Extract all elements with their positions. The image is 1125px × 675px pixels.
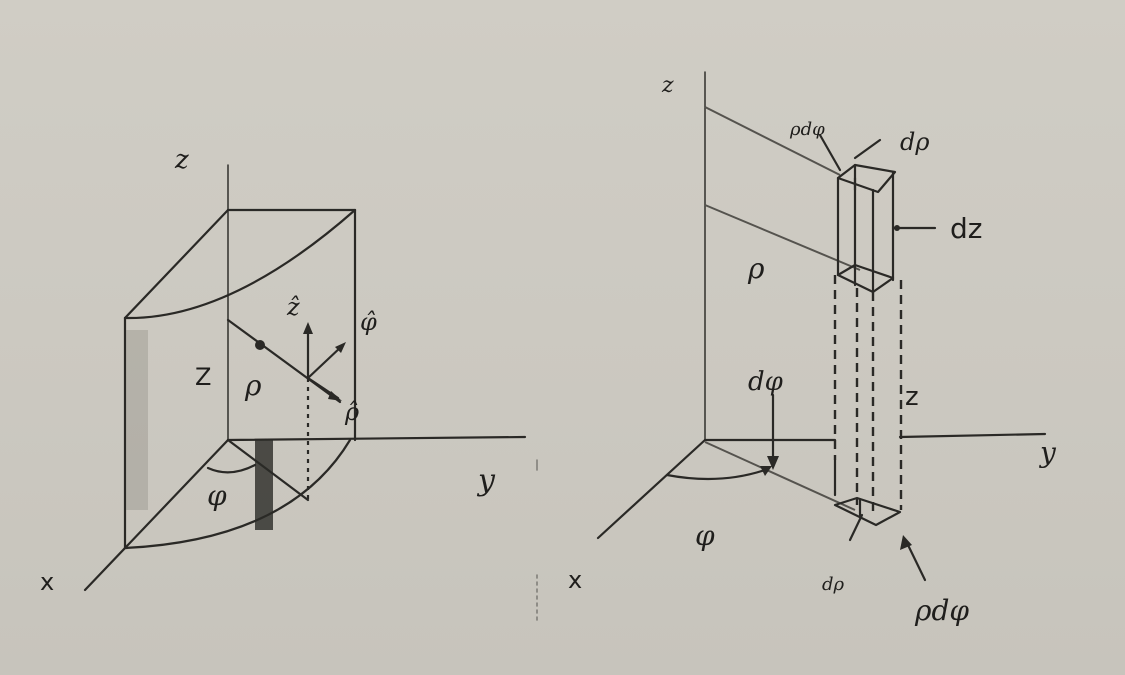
right-label-dz: dz — [950, 212, 982, 245]
left-axis-label-x: x — [40, 568, 54, 596]
right-label-rho-dphi-bottom: ρdφ — [914, 594, 969, 627]
right-axis-label-x: x — [568, 566, 582, 594]
right-label-drho-bottom: dρ — [822, 574, 845, 595]
right-label-drho-top: dρ — [900, 128, 929, 156]
right-label-dphi: dφ — [748, 367, 784, 397]
left-label-height: Z — [195, 363, 211, 391]
left-label-phi: φ — [207, 479, 227, 512]
left-axis-label-z: z — [174, 145, 189, 175]
right-label-phi: φ — [695, 519, 715, 552]
right-axis-label-z: z — [661, 73, 674, 98]
left-axis-label-y: y — [476, 463, 496, 498]
right-label-rho-dphi-top: ρdφ — [789, 119, 825, 140]
right-label-rho: ρ — [747, 252, 765, 285]
left-y-axis — [226, 435, 527, 442]
right-axis-label-y: y — [1038, 436, 1057, 469]
right-label-height: z — [905, 382, 919, 412]
right-x-axis — [596, 438, 707, 540]
left-x-axis — [83, 438, 230, 592]
left-label-unit-phi: φ̂ — [360, 308, 377, 336]
left-label-unit-z: ẑ — [286, 293, 300, 321]
left-label-rho: ρ — [244, 369, 262, 402]
left-label-unit-rho: ρ̂ — [344, 398, 359, 426]
